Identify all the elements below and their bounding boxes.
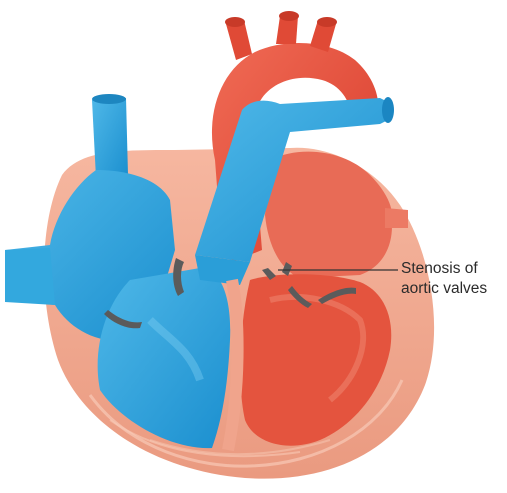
annotation-label-stenosis: Stenosis of aortic valves <box>401 259 505 299</box>
superior-vena-cava <box>92 98 128 178</box>
pulmonary-vein-stub <box>385 208 408 228</box>
inferior-vena-cava <box>5 248 55 305</box>
annotation-line-2: aortic valves <box>401 279 505 299</box>
annotation-line-1: Stenosis of <box>401 259 505 279</box>
